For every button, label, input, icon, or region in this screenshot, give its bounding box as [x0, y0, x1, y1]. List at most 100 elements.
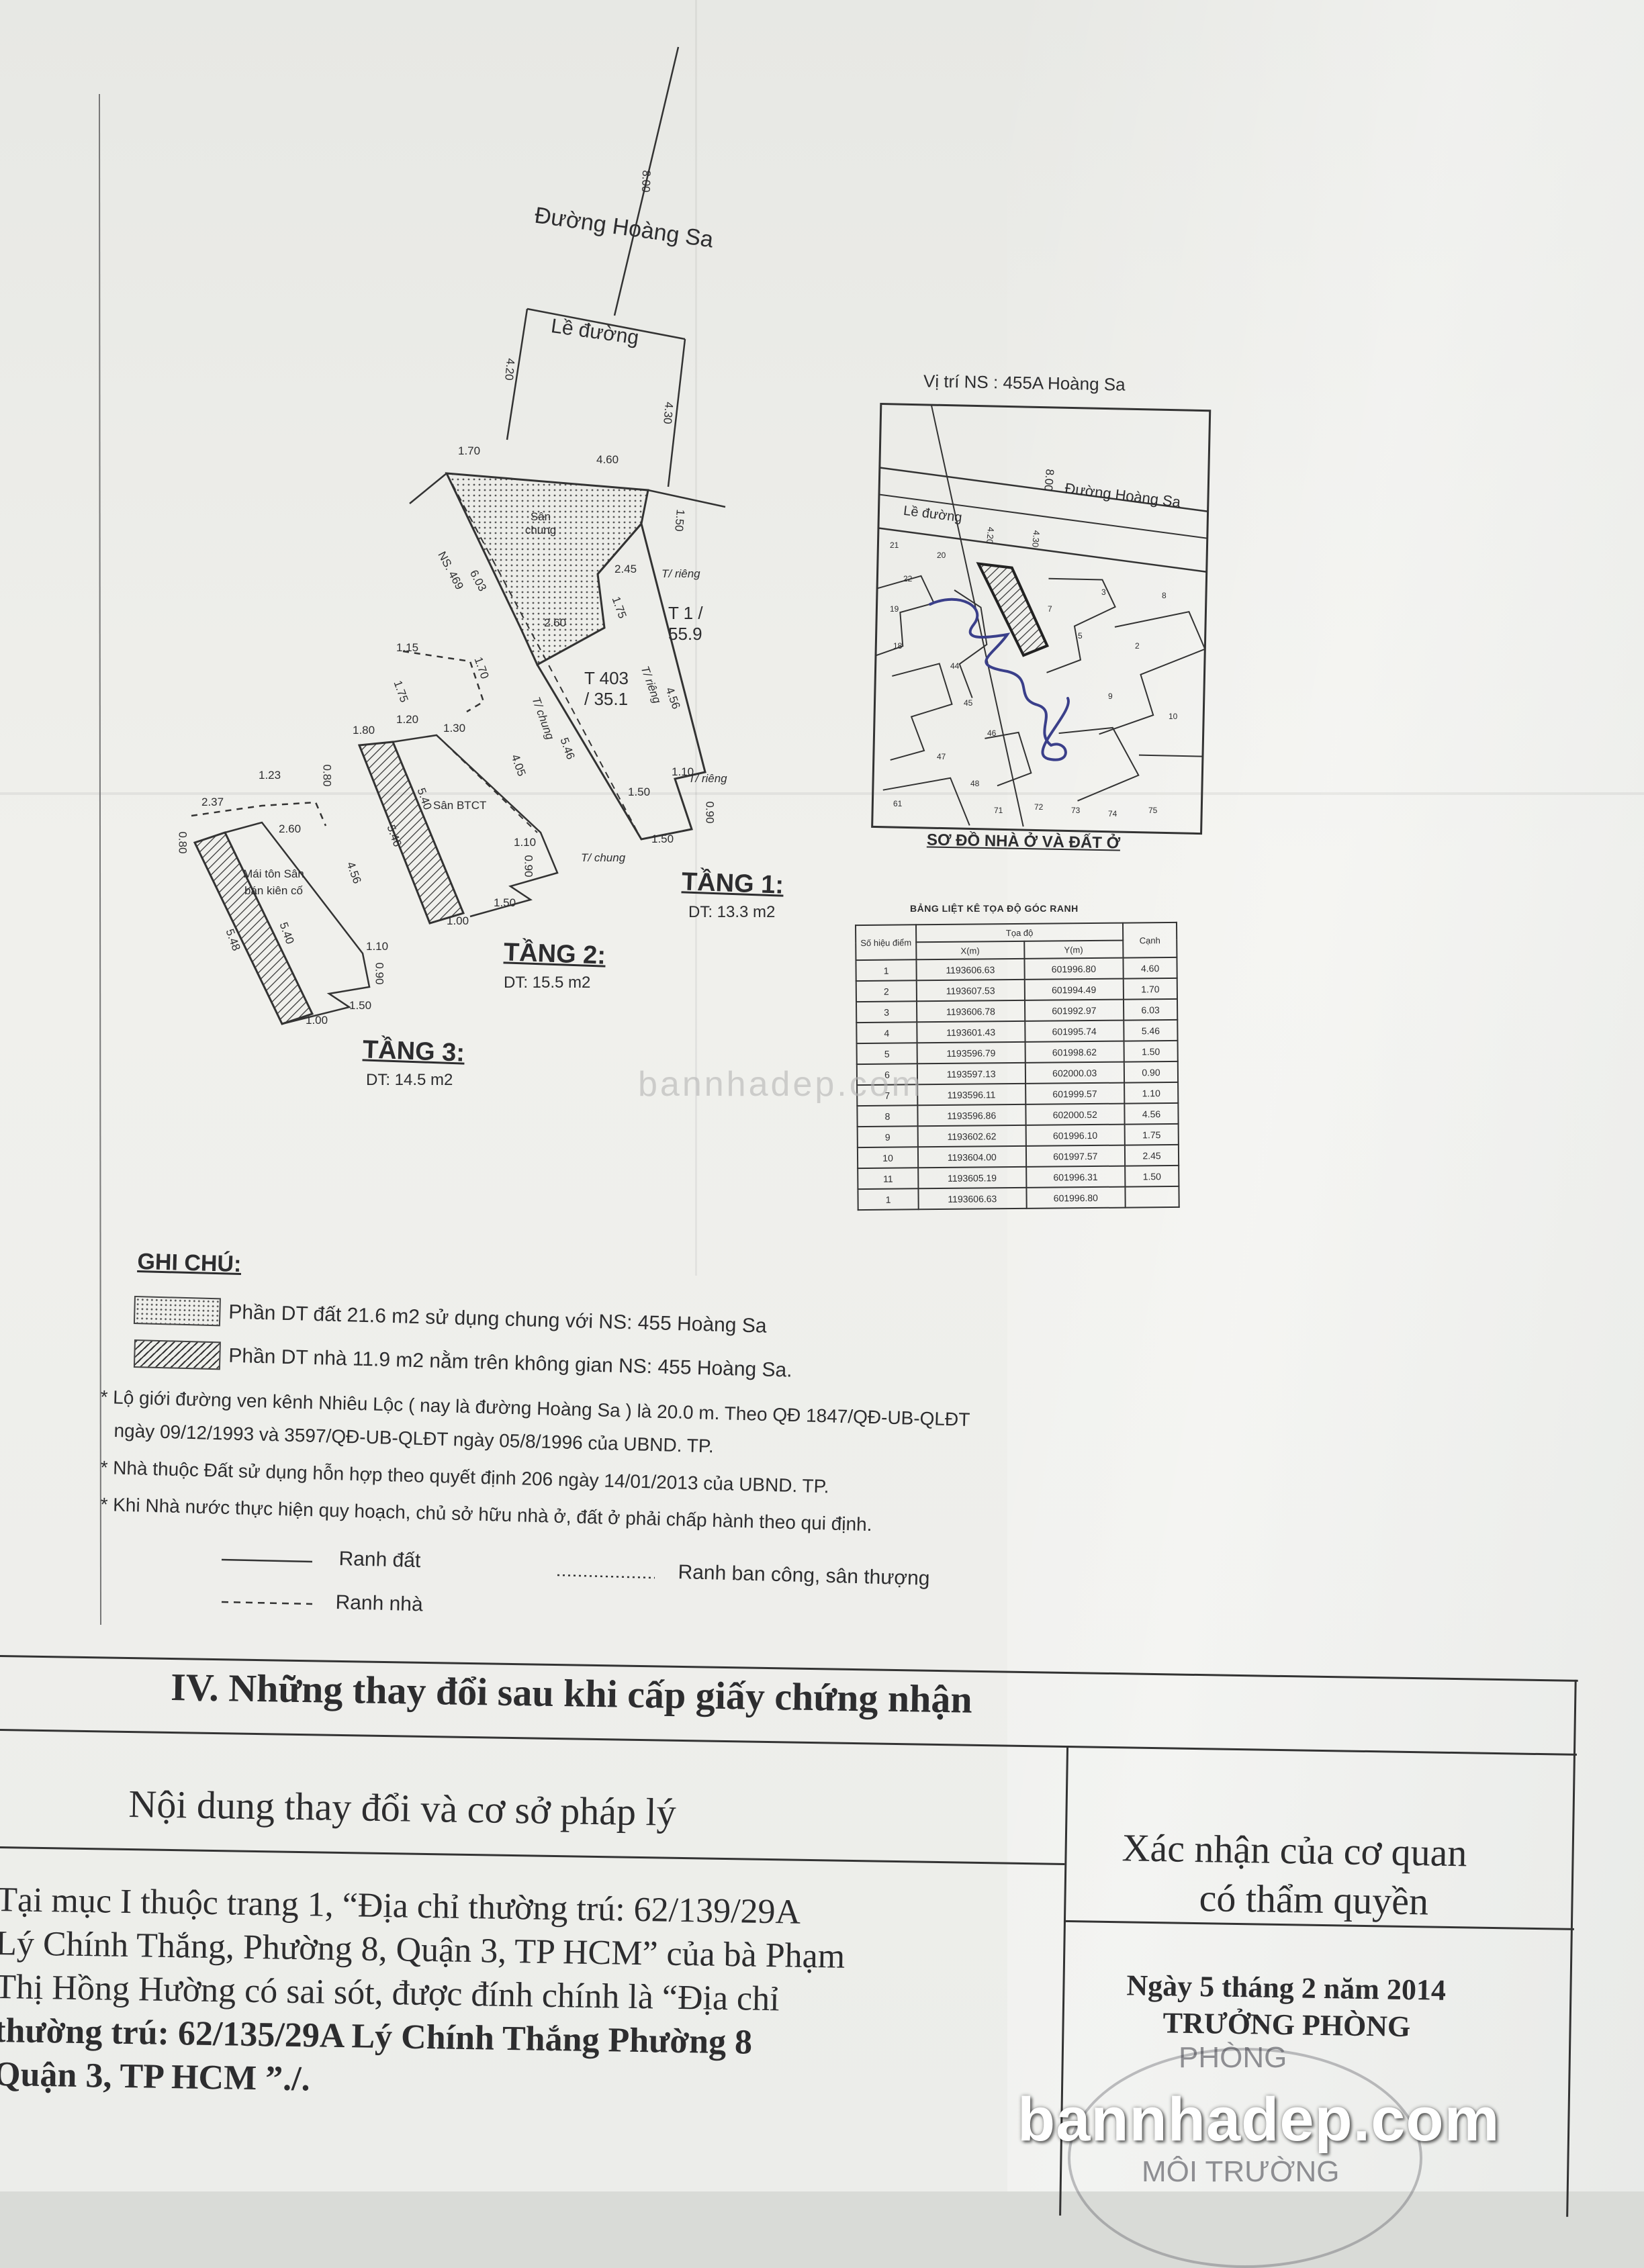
- paper-crease: [695, 0, 697, 1276]
- dim-label: 2.45: [614, 563, 637, 575]
- table-cell: 601998.62: [1025, 1041, 1124, 1063]
- dim-label: 1.00: [447, 914, 469, 927]
- key-dashed-label: Ranh nhà: [335, 1591, 424, 1616]
- table-cell: 1193602.62: [917, 1125, 1026, 1147]
- parcel-label: T 1 / 55.9: [668, 603, 703, 644]
- lot-number: 46: [987, 728, 997, 738]
- floor2-yard-label: Sân BTCT: [433, 799, 487, 812]
- table-cell: 601992.97: [1024, 999, 1124, 1021]
- change-text-line: Tại mục I thuộc trang 1, “Địa chỉ thường…: [0, 1880, 801, 1932]
- change-text-line: Quận 3, TP HCM ”./.: [0, 2054, 311, 2099]
- lot-number: 45: [964, 698, 973, 708]
- floor1-area: DT: 13.3 m2: [688, 903, 776, 921]
- dim-label: 1.50: [651, 833, 674, 845]
- floor3-area: DT: 14.5 m2: [366, 1071, 453, 1089]
- change-text-line: Lý Chính Thắng, Phường 8, Quận 3, TP HCM…: [0, 1924, 846, 1976]
- dim-label: 1.80: [353, 724, 375, 737]
- table-cell: 1.75: [1124, 1123, 1179, 1145]
- table-cell: 1193605.19: [918, 1166, 1026, 1189]
- hatched-swatch: [133, 1339, 221, 1370]
- table-cell: 8: [857, 1105, 918, 1127]
- lot-number: 44: [950, 661, 960, 671]
- table-cell: 601995.74: [1024, 1020, 1124, 1042]
- handwritten-scribble: [929, 598, 1070, 761]
- table-cell: [1125, 1186, 1179, 1208]
- dim-label: 2.60: [279, 822, 302, 835]
- table-cell: 1193607.53: [916, 979, 1025, 1002]
- dim-label: 1.15: [396, 641, 419, 654]
- table-cell: 11: [858, 1168, 919, 1190]
- paper-crease: [0, 792, 1644, 795]
- floor3-roof-label: Mái tôn Sân bán kiên cố: [243, 867, 304, 897]
- dim-label: 1.10: [514, 836, 537, 849]
- parcel-label: T 403 / 35.1: [584, 668, 629, 709]
- lot-number: 9: [1108, 692, 1113, 701]
- table-cell: 1.70: [1123, 978, 1177, 1000]
- table-cell: 601994.49: [1024, 978, 1124, 1000]
- table-cell: 1.10: [1124, 1082, 1179, 1104]
- lot-number: 71: [994, 806, 1003, 815]
- paper-fold: [1007, 0, 1644, 2191]
- table-cell: 602000.03: [1025, 1061, 1125, 1084]
- table-cell: 1193606.78: [917, 1000, 1025, 1023]
- coord-table-title: BẢNG LIỆT KÊ TỌA ĐỘ GÓC RANH: [910, 903, 1079, 914]
- lot-number: 48: [970, 779, 980, 788]
- table-cell: 1.50: [1124, 1040, 1178, 1062]
- dim-label: 2.60: [544, 616, 567, 629]
- notes-heading: GHI CHÚ:: [137, 1249, 242, 1278]
- common-wall-label: T/ chung: [581, 851, 626, 864]
- table-cell: 9: [857, 1126, 918, 1148]
- column-header-authority: Xác nhận của cơ quan có thẩm quyền: [1122, 1826, 1467, 1923]
- stamp-text: MÔI TRƯỜNG: [1142, 2155, 1340, 2188]
- dim-label: 4.60: [596, 453, 619, 466]
- table-cell: 1.50: [1125, 1165, 1179, 1187]
- key-solid-label: Ranh đất: [338, 1548, 421, 1572]
- table-cell: 601999.57: [1025, 1082, 1125, 1104]
- dim-label: 1.50: [628, 786, 651, 798]
- lot-number: 19: [890, 604, 899, 614]
- table-cell: 1193606.63: [918, 1187, 1027, 1210]
- section-iv-title: IV. Những thay đổi sau khi cấp giấy chứn…: [170, 1665, 973, 1721]
- dim-label: 1.00: [306, 1014, 328, 1027]
- lot-number: 47: [937, 752, 946, 761]
- header-point: Số hiệu điểm: [856, 925, 917, 961]
- lot-number: 7: [1048, 604, 1052, 614]
- change-text-line: thường trú: 62/135/29A Lý Chính Thắng Ph…: [0, 2011, 753, 2062]
- lot-number: 8: [1162, 591, 1167, 600]
- sign-title: TRƯỞNG PHÒNG: [1162, 2006, 1411, 2044]
- lot-number: 22: [903, 574, 913, 583]
- header-y: Y(m): [1023, 940, 1124, 959]
- sign-date: Ngày 5 tháng 2 năm 2014: [1126, 1969, 1447, 2007]
- table-cell: 4: [856, 1022, 917, 1044]
- dim-label: 1.23: [259, 769, 281, 782]
- table-cell: 5: [856, 1043, 917, 1065]
- table-cell: 601996.80: [1025, 1186, 1126, 1209]
- table-cell: 602000.52: [1025, 1103, 1125, 1125]
- table-cell: 1193596.11: [917, 1083, 1025, 1106]
- dim-label: 1.10: [366, 940, 389, 953]
- table-cell: 10: [857, 1147, 919, 1169]
- column-header-content: Nội dung thay đổi và cơ sở pháp lý: [128, 1782, 677, 1834]
- lot-number: 74: [1108, 809, 1117, 818]
- common-yard-label: Sân chung: [524, 510, 557, 536]
- table-cell: 1193604.00: [917, 1145, 1026, 1168]
- dotted-swatch: [133, 1296, 221, 1327]
- table-cell: 601997.57: [1025, 1145, 1126, 1167]
- table-cell: 601996.10: [1025, 1124, 1125, 1146]
- stamp-text: PHÒNG: [1179, 2041, 1287, 2074]
- table-cell: 6.03: [1123, 998, 1178, 1021]
- change-text-line: Thị Hồng Hường có sai sót, được đính chí…: [0, 1967, 780, 2019]
- lot-number: 73: [1071, 806, 1081, 815]
- watermark-corner: bannhadep.com: [1017, 2085, 1500, 2154]
- table-cell: 1: [858, 1188, 919, 1211]
- table-cell: 1193597.13: [917, 1062, 1025, 1085]
